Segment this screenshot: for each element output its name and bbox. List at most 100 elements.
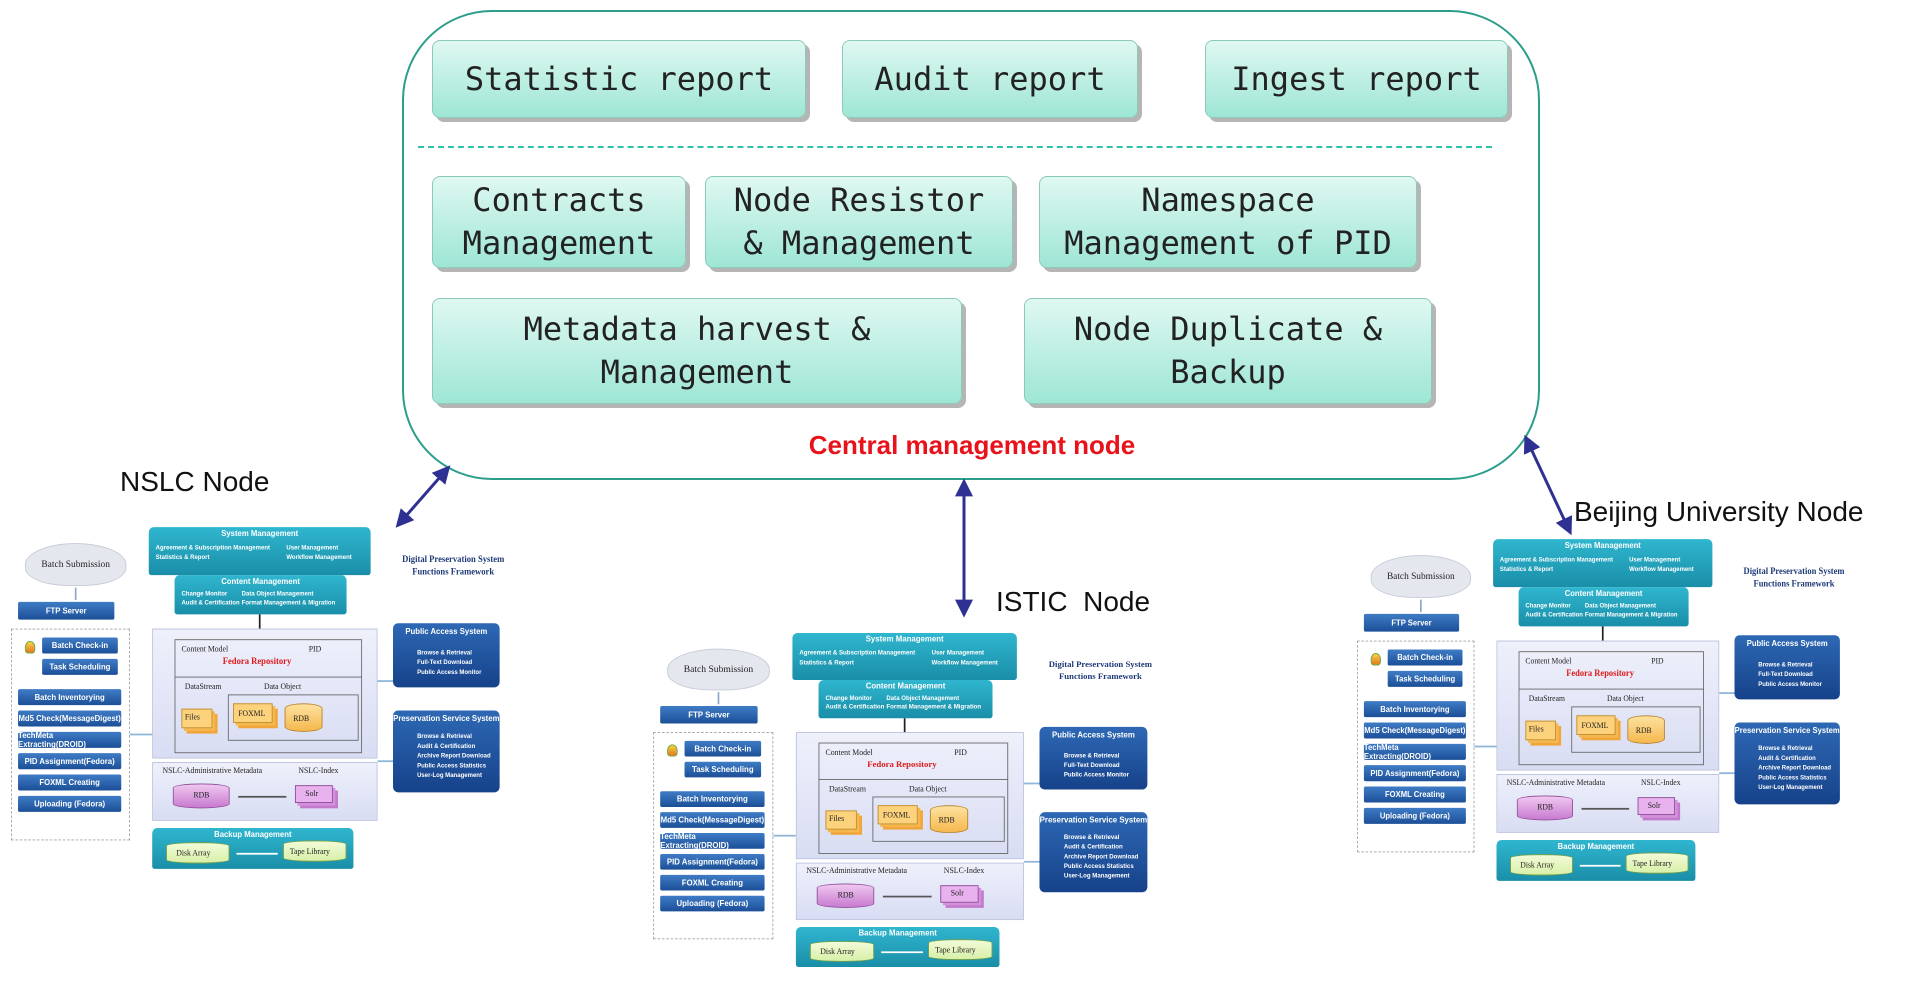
ps-item: Audit & Certification [417, 743, 476, 750]
fedora-repository-title: Fedora Repository [867, 759, 937, 770]
files-label: Files [184, 712, 200, 722]
ps-item: Public Access Statistics [417, 762, 487, 770]
techmeta-extracting-button: TechMeta Extracting(DROID) [18, 731, 122, 749]
flow-arrow [1601, 626, 1604, 641]
disk-array-label: Disk Array [1520, 860, 1555, 870]
fedora-repository-title: Fedora Repository [222, 657, 292, 667]
solr-documents-icon [1637, 797, 1675, 816]
admin-rdb-label: RDB [837, 890, 854, 900]
ftp-server-button: FTP Server [660, 706, 758, 724]
flow-arrow [903, 718, 906, 733]
data-object-frame [872, 796, 1005, 842]
tape-library-cylinder [928, 939, 993, 961]
sm-workflow-label: Workflow Management [1629, 566, 1694, 573]
connector-line [377, 760, 393, 763]
node-duplicate-backup-box: Node Duplicate & Backup [1024, 298, 1432, 404]
section-divider [418, 146, 1492, 148]
ps-item: Archive Report Download [417, 753, 491, 760]
batch-submission-cloud: Batch Submission [24, 543, 127, 586]
cm-audit-label: Audit & Certification [181, 600, 240, 607]
backup-management-title: Backup Management [858, 928, 937, 938]
tape-library-label: Tape Library [935, 945, 976, 954]
cm-format-label: Format Management & Migration [886, 704, 982, 711]
pa-item: Public Access Monitor [417, 669, 482, 676]
cm-format-label: Format Management & Migration [1584, 612, 1678, 619]
system-management-title: System Management [1564, 540, 1641, 550]
batch-submission-cloud: Batch Submission [667, 648, 770, 691]
sm-user-label: User Management [931, 650, 985, 657]
beijing-node-label: Beijing University Node [1574, 496, 1864, 527]
foxml-label: FOXML [882, 810, 911, 820]
connector-line [1023, 782, 1040, 785]
disk-array-cylinder [1510, 854, 1573, 876]
foxml-creating-button: FOXML Creating [660, 874, 765, 891]
pa-item: Public Access Monitor [1758, 681, 1822, 688]
ingest-report-box: Ingest report [1205, 40, 1508, 118]
task-scheduling-button: Task Scheduling [684, 761, 762, 778]
ps-item: Public Access Statistics [1063, 863, 1134, 870]
system-management-title: System Management [221, 528, 299, 538]
tape-library-label: Tape Library [1632, 858, 1673, 868]
shell-icon [667, 744, 678, 757]
ps-item: Public Access Statistics [1758, 774, 1827, 782]
ps-item: Audit & Certification [1063, 844, 1123, 851]
preservation-service-panel: Preservation Service System Browse & Ret… [1734, 722, 1840, 805]
nslc-link-arrow [395, 465, 451, 528]
audit-report-box: Audit report [842, 40, 1138, 118]
disk-array-label: Disk Array [820, 947, 855, 956]
pid-label: PID [954, 747, 967, 757]
public-access-title: Public Access System [405, 626, 488, 636]
pa-item: Browse & Retrieval [1063, 753, 1120, 760]
batch-submission-cloud: Batch Submission [1370, 555, 1471, 598]
system-management-panel: System Management Agreement & Subscripti… [1493, 539, 1713, 588]
content-management-title: Content Management [865, 681, 946, 691]
rdb-cylinder [284, 703, 323, 732]
foxml-label: FOXML [1581, 720, 1609, 730]
connector-line [1719, 772, 1735, 775]
connector-line [1719, 692, 1735, 694]
files-label: Files [1528, 724, 1544, 734]
statistic-report-box: Statistic report [432, 40, 806, 118]
beijing-link-arrow [1523, 434, 1573, 536]
istic-node-label: ISTIC Node [996, 586, 1151, 617]
batch-check-in-button: Batch Check-in [42, 637, 118, 654]
pa-item: Browse & Retrieval [417, 649, 472, 657]
preservation-items: Browse & Retrieval Audit & Certification… [1064, 833, 1138, 881]
uploading-fedora-button: Uploading (Fedora) [1363, 807, 1466, 824]
sm-statistics-label: Statistics & Report [799, 659, 854, 667]
batch-check-in-button: Batch Check-in [1387, 649, 1463, 666]
solr-label: Solr [950, 888, 964, 898]
fedora-repository-frame [174, 639, 363, 754]
disk-array-cylinder [165, 842, 230, 864]
cm-audit-label: Audit & Certification [825, 704, 885, 711]
pid-label: PID [1651, 656, 1664, 666]
data-object-frame [227, 694, 359, 741]
ps-item: Browse & Retrieval [1758, 745, 1813, 752]
connector-line [1474, 745, 1497, 748]
pid-assignment-button: PID Assignment(Fedora) [18, 753, 122, 770]
contracts-management-box: Contracts Management [432, 176, 686, 268]
ps-item: User-Log Management [417, 772, 482, 779]
backup-management-title: Backup Management [214, 829, 292, 839]
solr-label: Solr [305, 788, 319, 798]
pa-item: Full-Text Download [1063, 762, 1120, 769]
cm-change-monitor-label: Change Monitor [1525, 603, 1571, 610]
public-access-title: Public Access System [1746, 638, 1828, 648]
data-object-label: Data Object [264, 681, 302, 691]
namespace-pid-box: Namespace Management of PID [1039, 176, 1417, 268]
pid-assignment-button: PID Assignment(Fedora) [660, 853, 765, 870]
foxml-creating-button: FOXML Creating [1363, 786, 1466, 803]
foxml-label: FOXML [238, 708, 266, 718]
preservation-service-panel: Preservation Service System Browse & Ret… [1039, 812, 1148, 893]
foxml-documents-icon [877, 805, 918, 825]
files-label: Files [828, 813, 845, 823]
content-model-label: Content Model [1525, 656, 1572, 666]
preservation-service-title: Preservation Service System [1039, 815, 1148, 825]
content-model-label: Content Model [825, 747, 873, 757]
tape-library-label: Tape Library [289, 846, 330, 856]
backup-management-title: Backup Management [1557, 841, 1635, 851]
ps-item: Browse & Retrieval [1063, 834, 1120, 841]
ftp-server-button: FTP Server [18, 601, 115, 620]
preservation-service-title: Preservation Service System [1734, 726, 1840, 735]
